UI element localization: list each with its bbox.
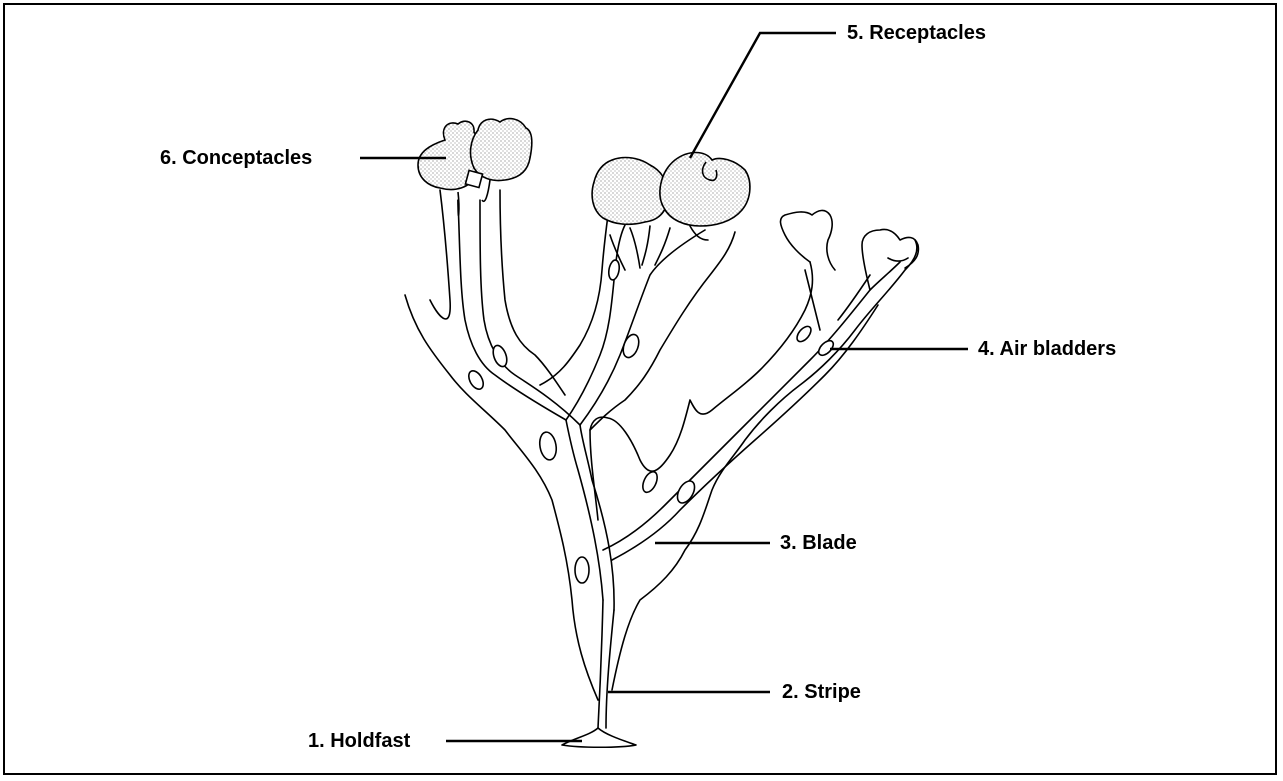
- receptacle-left: [592, 158, 668, 225]
- label-air-bladders: 4. Air bladders: [978, 338, 1116, 360]
- label-conceptacles: 6. Conceptacles: [160, 147, 312, 169]
- label-stripe: 2. Stripe: [782, 681, 861, 703]
- air-bladder: [575, 557, 589, 583]
- midrib-upper-right: [566, 225, 705, 425]
- midrib-lower-right: [603, 262, 900, 560]
- branch-tip-right-1: [780, 210, 835, 270]
- air-bladder: [794, 324, 813, 344]
- air-bladder: [607, 259, 620, 280]
- air-bladder: [674, 478, 698, 506]
- air-bladder: [640, 469, 660, 494]
- air-bladder: [491, 344, 510, 369]
- conceptacle-connector: [465, 170, 482, 187]
- blade-outline-right: [612, 240, 917, 690]
- holdfast-shape: [562, 728, 636, 747]
- air-bladder: [466, 368, 486, 391]
- label-blade: 3. Blade: [780, 532, 857, 554]
- label-holdfast: 1. Holdfast: [308, 730, 410, 752]
- air-bladder: [538, 431, 559, 461]
- air-bladder: [620, 332, 641, 359]
- conceptacle-right: [471, 119, 532, 181]
- upper-right-outline: [540, 215, 735, 430]
- stipe-shape: [598, 600, 614, 728]
- label-receptacles: 5. Receptacles: [847, 22, 986, 44]
- leader-receptacles: [690, 33, 836, 158]
